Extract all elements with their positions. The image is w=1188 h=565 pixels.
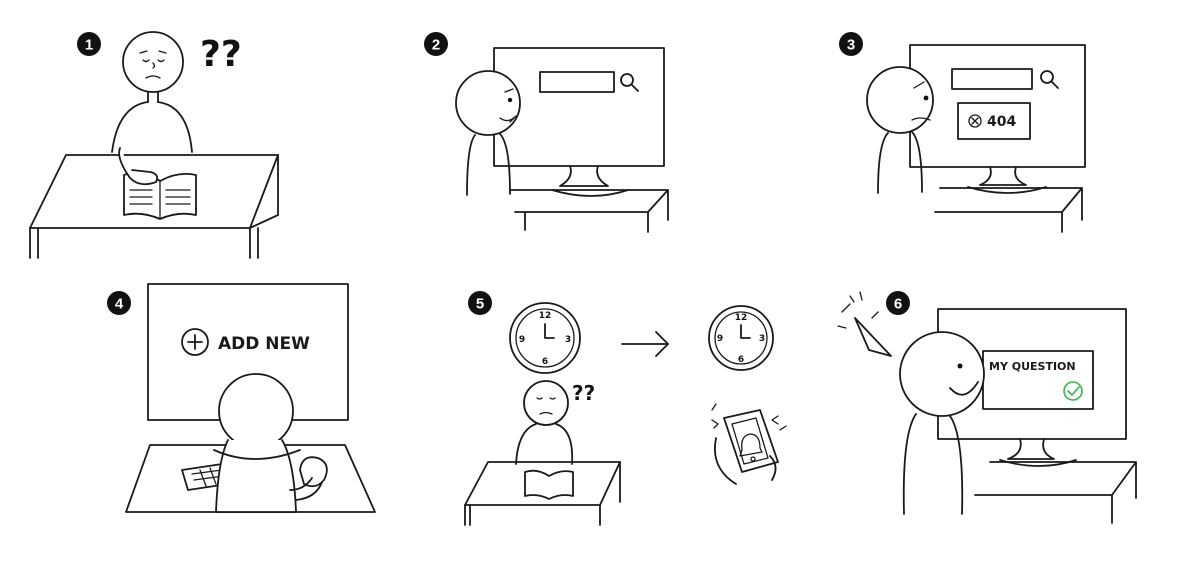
panel-2: 2 — [424, 32, 669, 233]
svg-text:9: 9 — [717, 334, 723, 344]
badge-1: 1 — [77, 32, 101, 56]
badge-5: 5 — [468, 291, 492, 315]
search-icon — [620, 73, 639, 92]
open-book — [524, 469, 574, 500]
person-head — [523, 380, 569, 426]
bell-icon — [739, 433, 763, 462]
question-marks: ?? — [200, 34, 242, 75]
error-code: 404 — [987, 114, 1016, 130]
svg-text:3: 3 — [565, 335, 571, 345]
badge-2: 2 — [424, 32, 448, 56]
badge-2-label: 2 — [432, 37, 440, 54]
badge-4: 4 — [107, 291, 131, 315]
search-icon — [1040, 70, 1059, 89]
card-title: MY QUESTION — [989, 360, 1076, 373]
panel-6: 6 MY QUESTION — [837, 291, 1137, 524]
badge-5-label: 5 — [476, 296, 484, 313]
error-icon — [968, 114, 982, 128]
panel-3: 3 404 — [839, 32, 1086, 233]
svg-text:12: 12 — [735, 313, 748, 323]
person-head — [218, 373, 294, 449]
search-input — [539, 71, 615, 93]
clock-icon: 12 3 6 9 — [509, 302, 581, 374]
badge-3-label: 3 — [847, 37, 855, 54]
clock-icon: 12 3 6 9 — [708, 305, 774, 371]
svg-text:12: 12 — [539, 311, 552, 321]
arrow-right-icon — [621, 331, 669, 357]
svg-text:9: 9 — [519, 335, 525, 345]
phone — [711, 403, 787, 485]
party-popper-icon — [837, 291, 892, 357]
svg-text:3: 3 — [759, 334, 765, 344]
badge-1-label: 1 — [85, 37, 93, 54]
badge-6: 6 — [886, 291, 910, 315]
error-box — [957, 102, 1031, 140]
person-head — [455, 70, 521, 136]
check-icon — [1063, 381, 1083, 401]
panel-5: 5 12 3 6 9 12 3 6 9 ?? — [464, 291, 787, 526]
badge-3: 3 — [839, 32, 863, 56]
plus-icon[interactable] — [181, 328, 209, 356]
search-input — [951, 68, 1033, 90]
panel-1: 1 ?? — [29, 31, 279, 259]
badge-4-label: 4 — [115, 296, 124, 313]
svg-text:6: 6 — [542, 357, 548, 367]
badge-6-label: 6 — [894, 296, 902, 313]
panel-4: 4 ADD NEW — [107, 283, 376, 513]
person-head — [122, 31, 184, 93]
question-marks: ?? — [572, 381, 595, 405]
add-new-button[interactable]: ADD NEW — [218, 334, 310, 354]
svg-text:6: 6 — [738, 355, 744, 365]
person-head — [866, 66, 934, 134]
mouse — [299, 456, 328, 488]
person-head — [899, 331, 985, 417]
